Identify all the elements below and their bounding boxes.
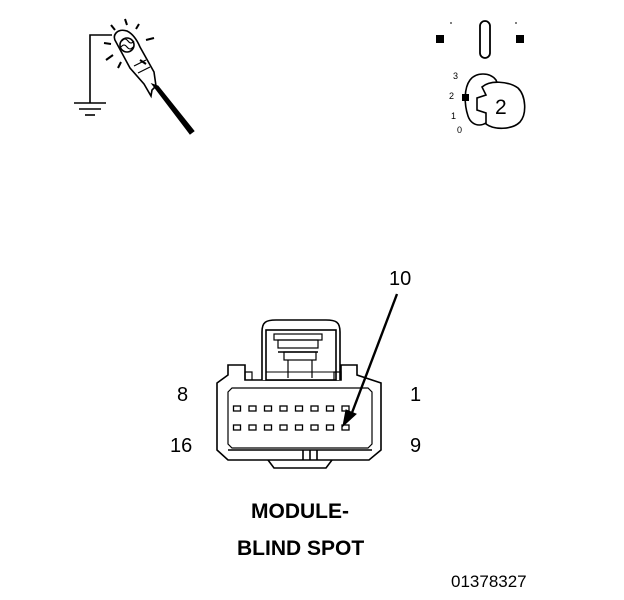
- key-head-icon: [476, 81, 526, 130]
- position-marker: [462, 94, 469, 101]
- pin-cavity-2: [325, 405, 335, 412]
- pin-label-16: 16: [170, 435, 193, 457]
- ignition-selected-position: 2: [495, 96, 507, 119]
- probe-needle: [150, 83, 195, 135]
- reference-number: 01378327: [451, 572, 527, 591]
- pin-callout-arrowhead: [342, 409, 357, 428]
- pin-callout-label: 10: [389, 268, 412, 290]
- pin-cavity-1: [341, 405, 350, 412]
- connector-shroud: [227, 387, 373, 449]
- light-rays: [103, 18, 155, 69]
- pin-cavity-16: [232, 424, 242, 431]
- pin-cavity-12: [294, 424, 304, 431]
- pin-cavity-5: [279, 405, 288, 412]
- ignition-position-2: 2: [449, 91, 455, 101]
- connector-body: [216, 364, 382, 461]
- ignition-position-0: 0: [457, 125, 463, 135]
- module-title-line2: BLIND SPOT: [237, 537, 365, 560]
- ignition-position-3: 3: [453, 71, 459, 81]
- contact-right: [516, 35, 524, 43]
- pin-label-8: 8: [177, 384, 189, 406]
- locking-latch: [261, 319, 341, 380]
- pin-cavity-13: [279, 424, 288, 431]
- pin-cavity-11: [310, 424, 319, 431]
- pin-cavity-3: [310, 405, 319, 412]
- ignition-switch-icon: [436, 20, 526, 130]
- pin-cavity-9: [341, 424, 350, 431]
- pin-callout-leader: [348, 293, 399, 419]
- pin-cavity-14: [263, 424, 273, 431]
- ground-wire: [89, 34, 112, 103]
- module-title-line1: MODULE-: [251, 500, 349, 523]
- test-light-probe-icon: [74, 18, 195, 135]
- contact-left: [436, 35, 444, 43]
- pin-label-9: 9: [410, 435, 422, 457]
- connector-pin-rows: [232, 405, 350, 431]
- pin-cavity-6: [263, 405, 273, 412]
- ignition-position-1: 1: [451, 111, 457, 121]
- pin-label-1: 1: [410, 384, 422, 406]
- pin-cavity-4: [294, 405, 304, 412]
- pin-cavity-15: [248, 424, 257, 431]
- key-blade-icon: [479, 20, 491, 59]
- connector-key: [267, 459, 333, 469]
- latch-window: [265, 329, 337, 381]
- pin-cavity-8: [232, 405, 242, 412]
- connector-face: [216, 293, 399, 469]
- ground-symbol-icon: [74, 102, 106, 116]
- pin-cavity-10: [325, 424, 335, 431]
- pin-cavity-7: [248, 405, 257, 412]
